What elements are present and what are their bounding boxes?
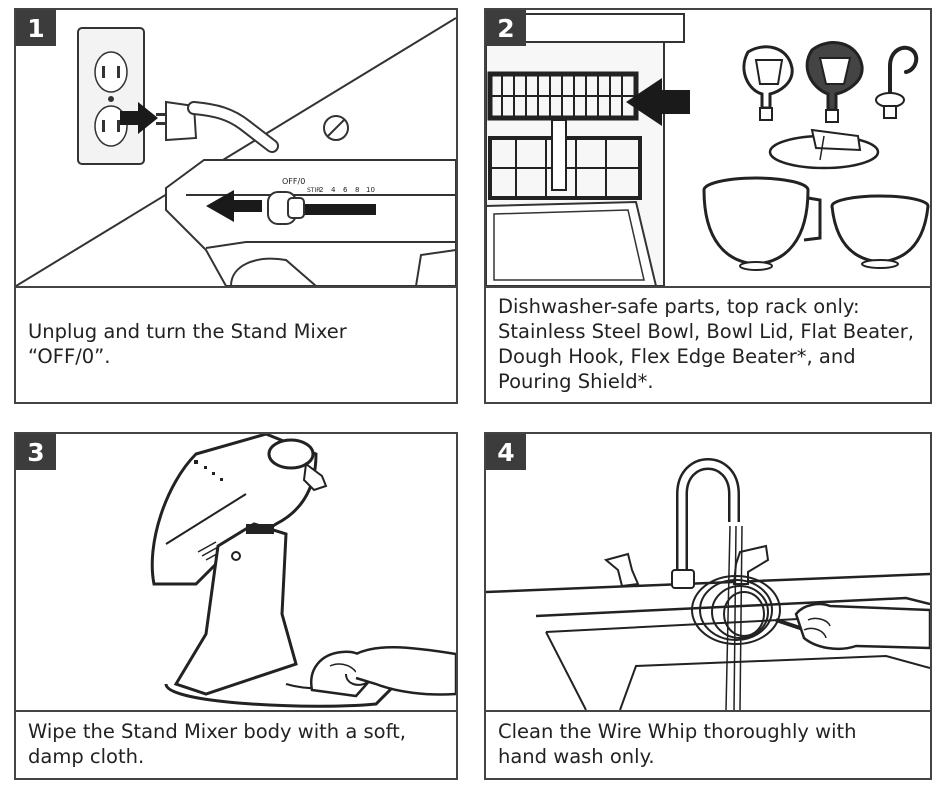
step-number-badge: 3 bbox=[16, 434, 56, 470]
step-panel-2: 2 bbox=[484, 8, 932, 404]
dial-speed-label: 2 bbox=[319, 186, 323, 194]
plug-icon bbox=[156, 100, 279, 153]
speed-control-knob-icon bbox=[267, 191, 305, 225]
step-number-badge: 2 bbox=[486, 10, 526, 46]
unplug-drawing: OFF/0 STIR 2 4 6 8 10 bbox=[16, 17, 456, 286]
wire-whip-icon bbox=[691, 575, 807, 645]
dial-stir-label: STIR bbox=[307, 187, 320, 194]
arrow-icon bbox=[626, 78, 690, 126]
dial-speed-label: 4 bbox=[331, 186, 336, 194]
step-caption: Dishwasher-safe parts, top rack only: St… bbox=[486, 286, 930, 402]
caption-text: Wipe the Stand Mixer body with a soft, d… bbox=[28, 720, 406, 768]
step-caption: Unplug and turn the Stand Mixer “OFF/0”. bbox=[16, 286, 456, 402]
dial-off-label: OFF/0 bbox=[282, 177, 305, 186]
step-number-badge: 4 bbox=[486, 434, 526, 470]
dial-speed-label: 8 bbox=[355, 186, 359, 194]
dishwasher-icon bbox=[486, 13, 685, 286]
hand-icon bbox=[794, 602, 930, 650]
caption-text: Dishwasher-safe parts, top rack only: St… bbox=[498, 295, 914, 393]
flex-edge-beater-icon bbox=[805, 41, 864, 123]
dough-hook-icon bbox=[875, 45, 919, 119]
step-caption: Wipe the Stand Mixer body with a soft, d… bbox=[16, 710, 456, 778]
faucet-icon bbox=[603, 458, 770, 589]
glass-bowl-icon bbox=[830, 194, 930, 269]
water-stream-icon bbox=[725, 525, 743, 710]
step-caption: Clean the Wire Whip thoroughly with hand… bbox=[486, 710, 930, 778]
pouring-shield-icon bbox=[768, 128, 880, 170]
dishwasher-illustration bbox=[486, 10, 930, 288]
caption-text: Unplug and turn the Stand Mixer “OFF/0”. bbox=[28, 320, 347, 368]
dial-speed-label: 6 bbox=[343, 186, 348, 194]
dial-speed-label: 10 bbox=[366, 186, 375, 194]
step-panel-1: 1 bbox=[14, 8, 458, 404]
step-number-badge: 1 bbox=[16, 10, 56, 46]
step-panel-4: 4 bbox=[484, 432, 932, 780]
stainless-steel-bowl-icon bbox=[702, 176, 822, 271]
hand-wash-illustration bbox=[486, 434, 930, 712]
dishwasher-drawing bbox=[486, 13, 930, 286]
screw-icon bbox=[323, 115, 349, 141]
flat-beater-icon bbox=[742, 45, 794, 121]
step-panel-3: 3 bbox=[14, 432, 458, 780]
wipe-drawing bbox=[150, 434, 456, 708]
caption-text: Clean the Wire Whip thoroughly with hand… bbox=[498, 720, 857, 768]
arrow-icon bbox=[206, 190, 262, 222]
arrow-icon bbox=[120, 102, 158, 134]
wipe-illustration bbox=[16, 434, 456, 712]
stand-mixer-icon bbox=[150, 434, 398, 708]
hand-wash-drawing bbox=[486, 458, 930, 710]
unplug-illustration: OFF/0 STIR 2 4 6 8 10 bbox=[16, 10, 456, 288]
hand-with-cloth-icon bbox=[309, 645, 456, 698]
wall-outlet-icon bbox=[77, 27, 145, 165]
